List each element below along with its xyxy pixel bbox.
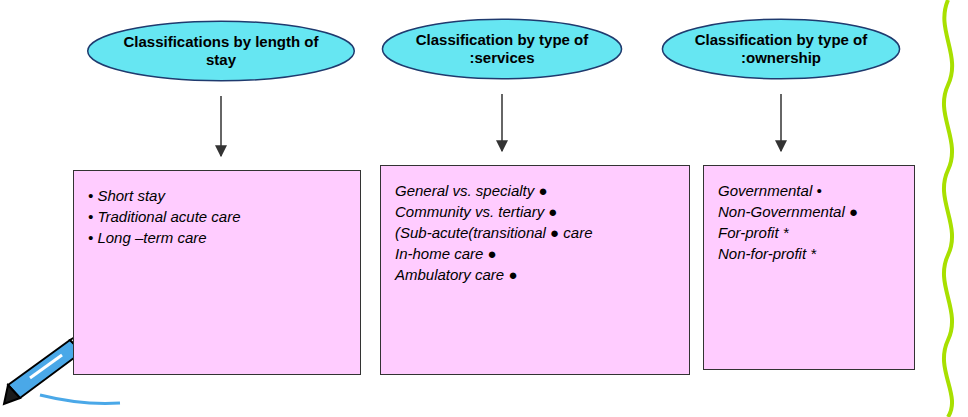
- list-item: In-home care ●: [395, 243, 679, 264]
- down-arrow: [220, 96, 222, 156]
- list-item: • Traditional acute care: [88, 206, 350, 227]
- list-item: For-profit *: [718, 222, 904, 243]
- heading-ellipse: Classifications by length of stay: [85, 20, 357, 82]
- heading-text: Classification by type of :services: [380, 31, 624, 67]
- list-box: General vs. specialty ●Community vs. ter…: [380, 165, 690, 375]
- list-item: Non-for-profit *: [718, 243, 904, 264]
- heading-ellipse: Classification by type of :ownership: [660, 18, 902, 80]
- heading-text: Classification by type of :ownership: [660, 31, 902, 67]
- list-item: Non-Governmental ●: [718, 201, 904, 222]
- list-box: Governmental •Non-Governmental ●For-prof…: [703, 165, 915, 370]
- list-item: Ambulatory care ●: [395, 264, 679, 285]
- list-item: • Short stay: [88, 185, 350, 206]
- list-item: • Long –term care: [88, 227, 350, 248]
- list-item: General vs. specialty ●: [395, 180, 679, 201]
- down-arrow: [501, 94, 503, 151]
- list-box: • Short stay• Traditional acute care• Lo…: [73, 170, 361, 375]
- heading-ellipse: Classification by type of :services: [380, 18, 624, 80]
- list-item: Governmental •: [718, 180, 904, 201]
- heading-text: Classifications by length of stay: [85, 33, 357, 69]
- green-wave: [944, 0, 952, 417]
- down-arrow: [780, 94, 782, 151]
- list-item: (Sub-acute(transitional ● care: [395, 222, 679, 243]
- list-item: Community vs. tertiary ●: [395, 201, 679, 222]
